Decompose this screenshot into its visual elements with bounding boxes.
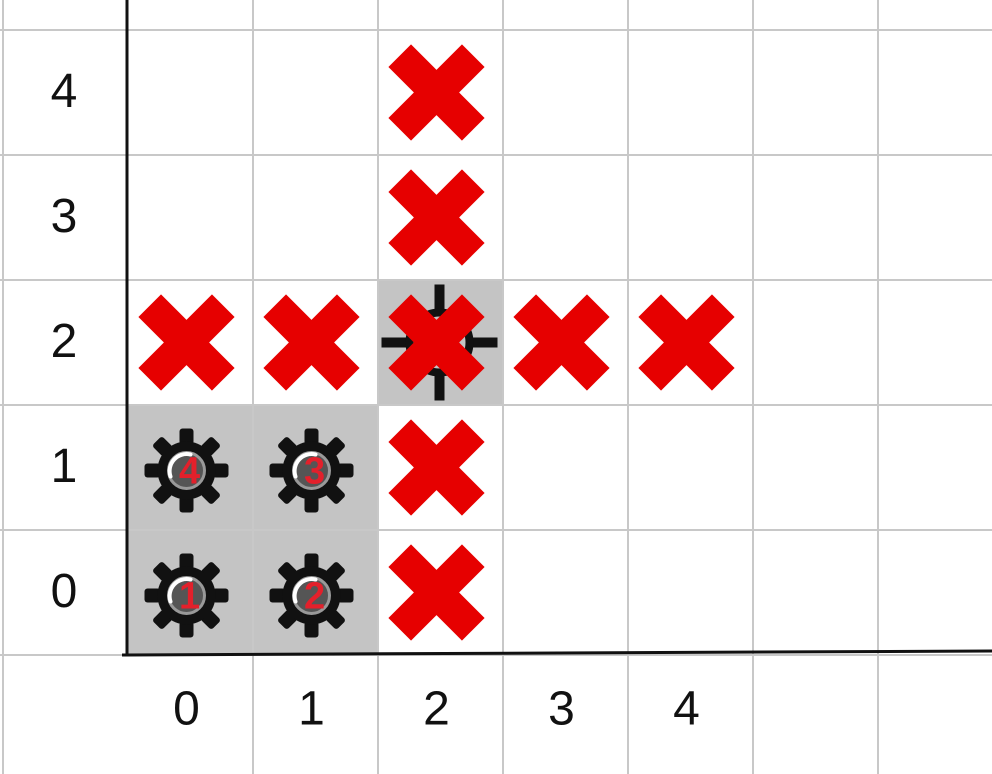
cross-stroke [138,294,235,391]
x-axis-line [121,649,992,657]
gear-number: 4 [179,451,200,493]
cross-mark-icon[interactable] [638,294,735,391]
y-axis-label: 3 [51,190,78,243]
axes [121,0,992,657]
cross-mark-icon[interactable] [388,419,485,516]
cross-stroke [263,294,360,391]
gear-highlight [167,577,193,604]
x-axis-label: 1 [298,683,325,736]
gear-number: 1 [179,576,200,618]
gear-icon[interactable]: 2 [269,553,354,638]
cross-mark-icon[interactable] [138,294,235,391]
cross-mark-icon[interactable] [388,544,485,641]
crosshair-arm [381,337,408,348]
x-axis-label: 0 [173,683,200,736]
target-marker [381,284,498,401]
gear-pieces: 4 3 1 2 [144,428,354,638]
crosshair-ring [405,308,474,377]
cross-stroke [388,169,485,266]
cross-mark-icon[interactable] [513,294,610,391]
x-axis-label: 4 [673,683,700,736]
cross-mark-icon[interactable] [388,44,485,141]
crosshair-icon[interactable] [381,284,498,401]
x-axis-label: 2 [423,683,450,736]
gear-highlight [292,452,318,479]
crosshair-arm [434,374,445,401]
y-axis-label: 4 [51,65,78,118]
cross-mark-icon[interactable] [388,169,485,266]
cross-stroke [388,294,485,391]
crosshair-arm [471,337,498,348]
crosshair-arm [434,284,445,311]
cross-stroke [388,544,485,641]
gear-icon[interactable]: 3 [269,428,354,513]
cross-stroke [388,419,485,516]
x-axis-label: 3 [548,683,575,736]
gear-number: 2 [304,576,325,618]
x-axis-labels: 0 1 2 3 4 [173,683,700,736]
gear-number: 3 [304,451,325,493]
y-axis-label: 0 [51,565,78,618]
cross-stroke [388,44,485,141]
cross-stroke [638,294,735,391]
y-axis-labels: 0 1 2 3 4 [51,65,78,618]
cross-marks [138,44,735,641]
gear-icon[interactable]: 4 [144,428,229,513]
gear-icon[interactable]: 1 [144,553,229,638]
gear-highlight [292,577,318,604]
cross-mark-icon[interactable] [263,294,360,391]
y-axis-label: 2 [51,315,78,368]
cross-mark-icon[interactable] [388,294,485,391]
cross-stroke [513,294,610,391]
gear-highlight [167,452,193,479]
y-axis-label: 1 [51,440,78,493]
